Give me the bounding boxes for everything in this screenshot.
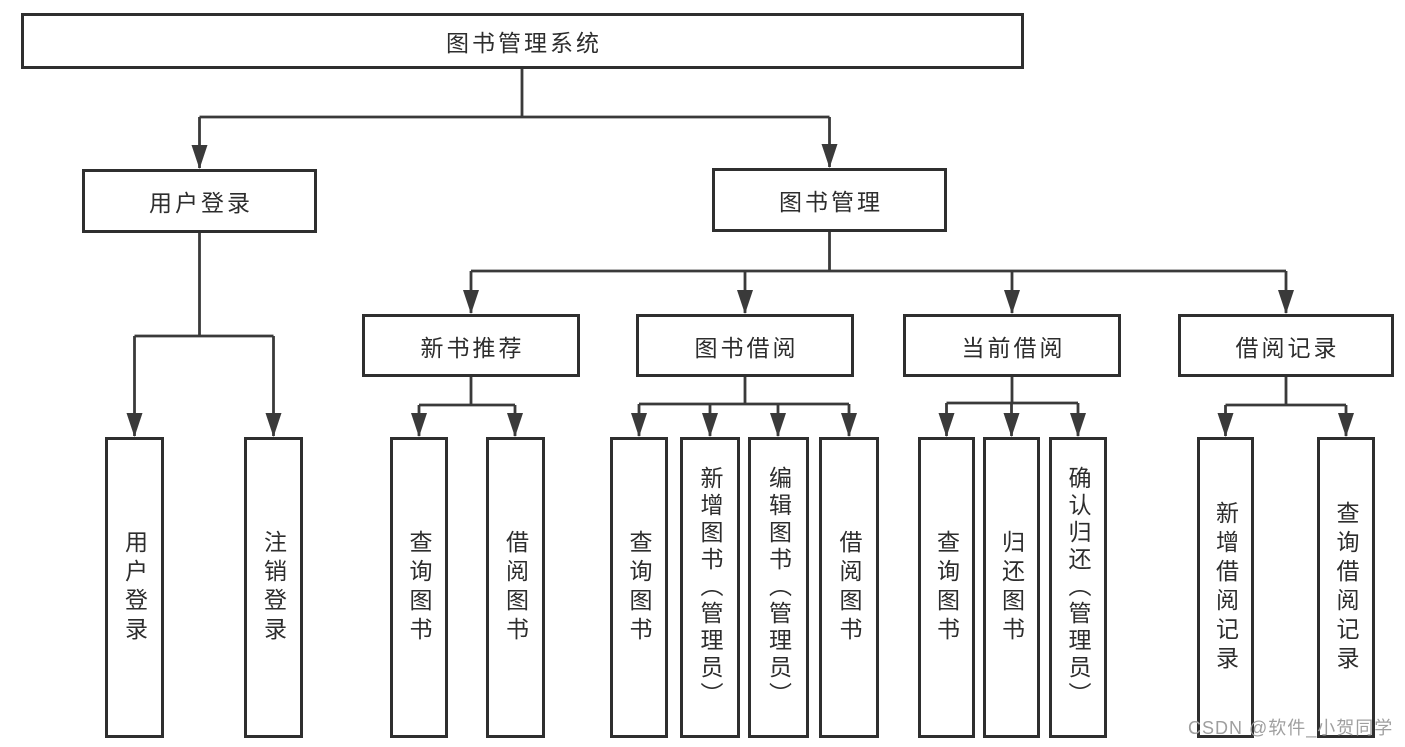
node-current-borrow: 当前借阅 [903, 314, 1121, 377]
leaf-logout-label: 注销登录 [260, 529, 287, 646]
leaf-borrow-query-book-label: 查询图书 [626, 529, 652, 646]
leaf-current-return-book-label: 归还图书 [998, 529, 1025, 646]
node-book-borrow: 图书借阅 [636, 314, 854, 377]
leaf-recommend-borrow-book-label: 借阅图书 [502, 529, 529, 646]
leaf-borrow-edit-book-admin: 编辑图书（管理员） [748, 437, 809, 738]
leaf-current-query-book-label: 查询图书 [933, 529, 960, 646]
connector-root-to-level2 [191, 69, 838, 169]
connector-new-book-children [411, 377, 523, 437]
leaf-records-query-record: 查询借阅记录 [1317, 437, 1375, 738]
connector-current-borrow-children [938, 377, 1086, 437]
connector-borrow-records-children [1217, 377, 1354, 437]
csdn-watermark: CSDN @软件_小贺同学 [1188, 718, 1394, 738]
leaf-current-return-book: 归还图书 [983, 437, 1040, 738]
leaf-borrow-add-book-admin: 新增图书（管理员） [680, 437, 740, 738]
leaf-records-add-record-label: 新增借阅记录 [1212, 500, 1239, 675]
leaf-records-query-record-label: 查询借阅记录 [1333, 500, 1359, 675]
connector-user-login-children [126, 233, 282, 437]
leaf-borrow-borrow-book-label: 借阅图书 [836, 529, 862, 646]
connector-book-borrow-children [631, 377, 857, 437]
node-new-book-recommend: 新书推荐 [362, 314, 580, 377]
leaf-current-confirm-return-admin: 确认归还（管理员） [1049, 437, 1107, 738]
connector-book-management-children [463, 232, 1294, 314]
node-new-book-recommend-label: 新书推荐 [420, 334, 525, 361]
leaf-current-confirm-return-admin-label: 确认归还（管理员） [1065, 466, 1091, 709]
leaf-borrow-query-book: 查询图书 [610, 437, 668, 738]
leaf-user-login-label: 用户登录 [121, 529, 148, 646]
node-user-login-label: 用户登录 [149, 190, 253, 216]
node-library-system: 图书管理系统 [21, 13, 1024, 69]
node-user-login: 用户登录 [82, 169, 317, 233]
leaf-logout: 注销登录 [244, 437, 303, 738]
leaf-recommend-borrow-book: 借阅图书 [486, 437, 545, 738]
node-current-borrow-label: 当前借阅 [961, 334, 1066, 361]
leaf-current-query-book: 查询图书 [918, 437, 975, 738]
leaf-borrow-add-book-admin-label: 新增图书（管理员） [697, 466, 723, 709]
node-library-system-label: 图书管理系统 [446, 30, 602, 56]
node-book-management: 图书管理 [712, 168, 947, 232]
leaf-borrow-edit-book-admin-label: 编辑图书（管理员） [765, 466, 792, 709]
node-borrow-records-label: 借阅记录 [1235, 334, 1340, 361]
node-book-management-label: 图书管理 [779, 189, 883, 215]
node-book-borrow-label: 图书借阅 [694, 334, 799, 361]
leaf-recommend-query-book: 查询图书 [390, 437, 448, 738]
leaf-user-login: 用户登录 [105, 437, 164, 738]
leaf-recommend-query-book-label: 查询图书 [406, 529, 432, 646]
node-borrow-records: 借阅记录 [1178, 314, 1394, 377]
leaf-borrow-borrow-book: 借阅图书 [819, 437, 879, 738]
leaf-records-add-record: 新增借阅记录 [1197, 437, 1254, 738]
